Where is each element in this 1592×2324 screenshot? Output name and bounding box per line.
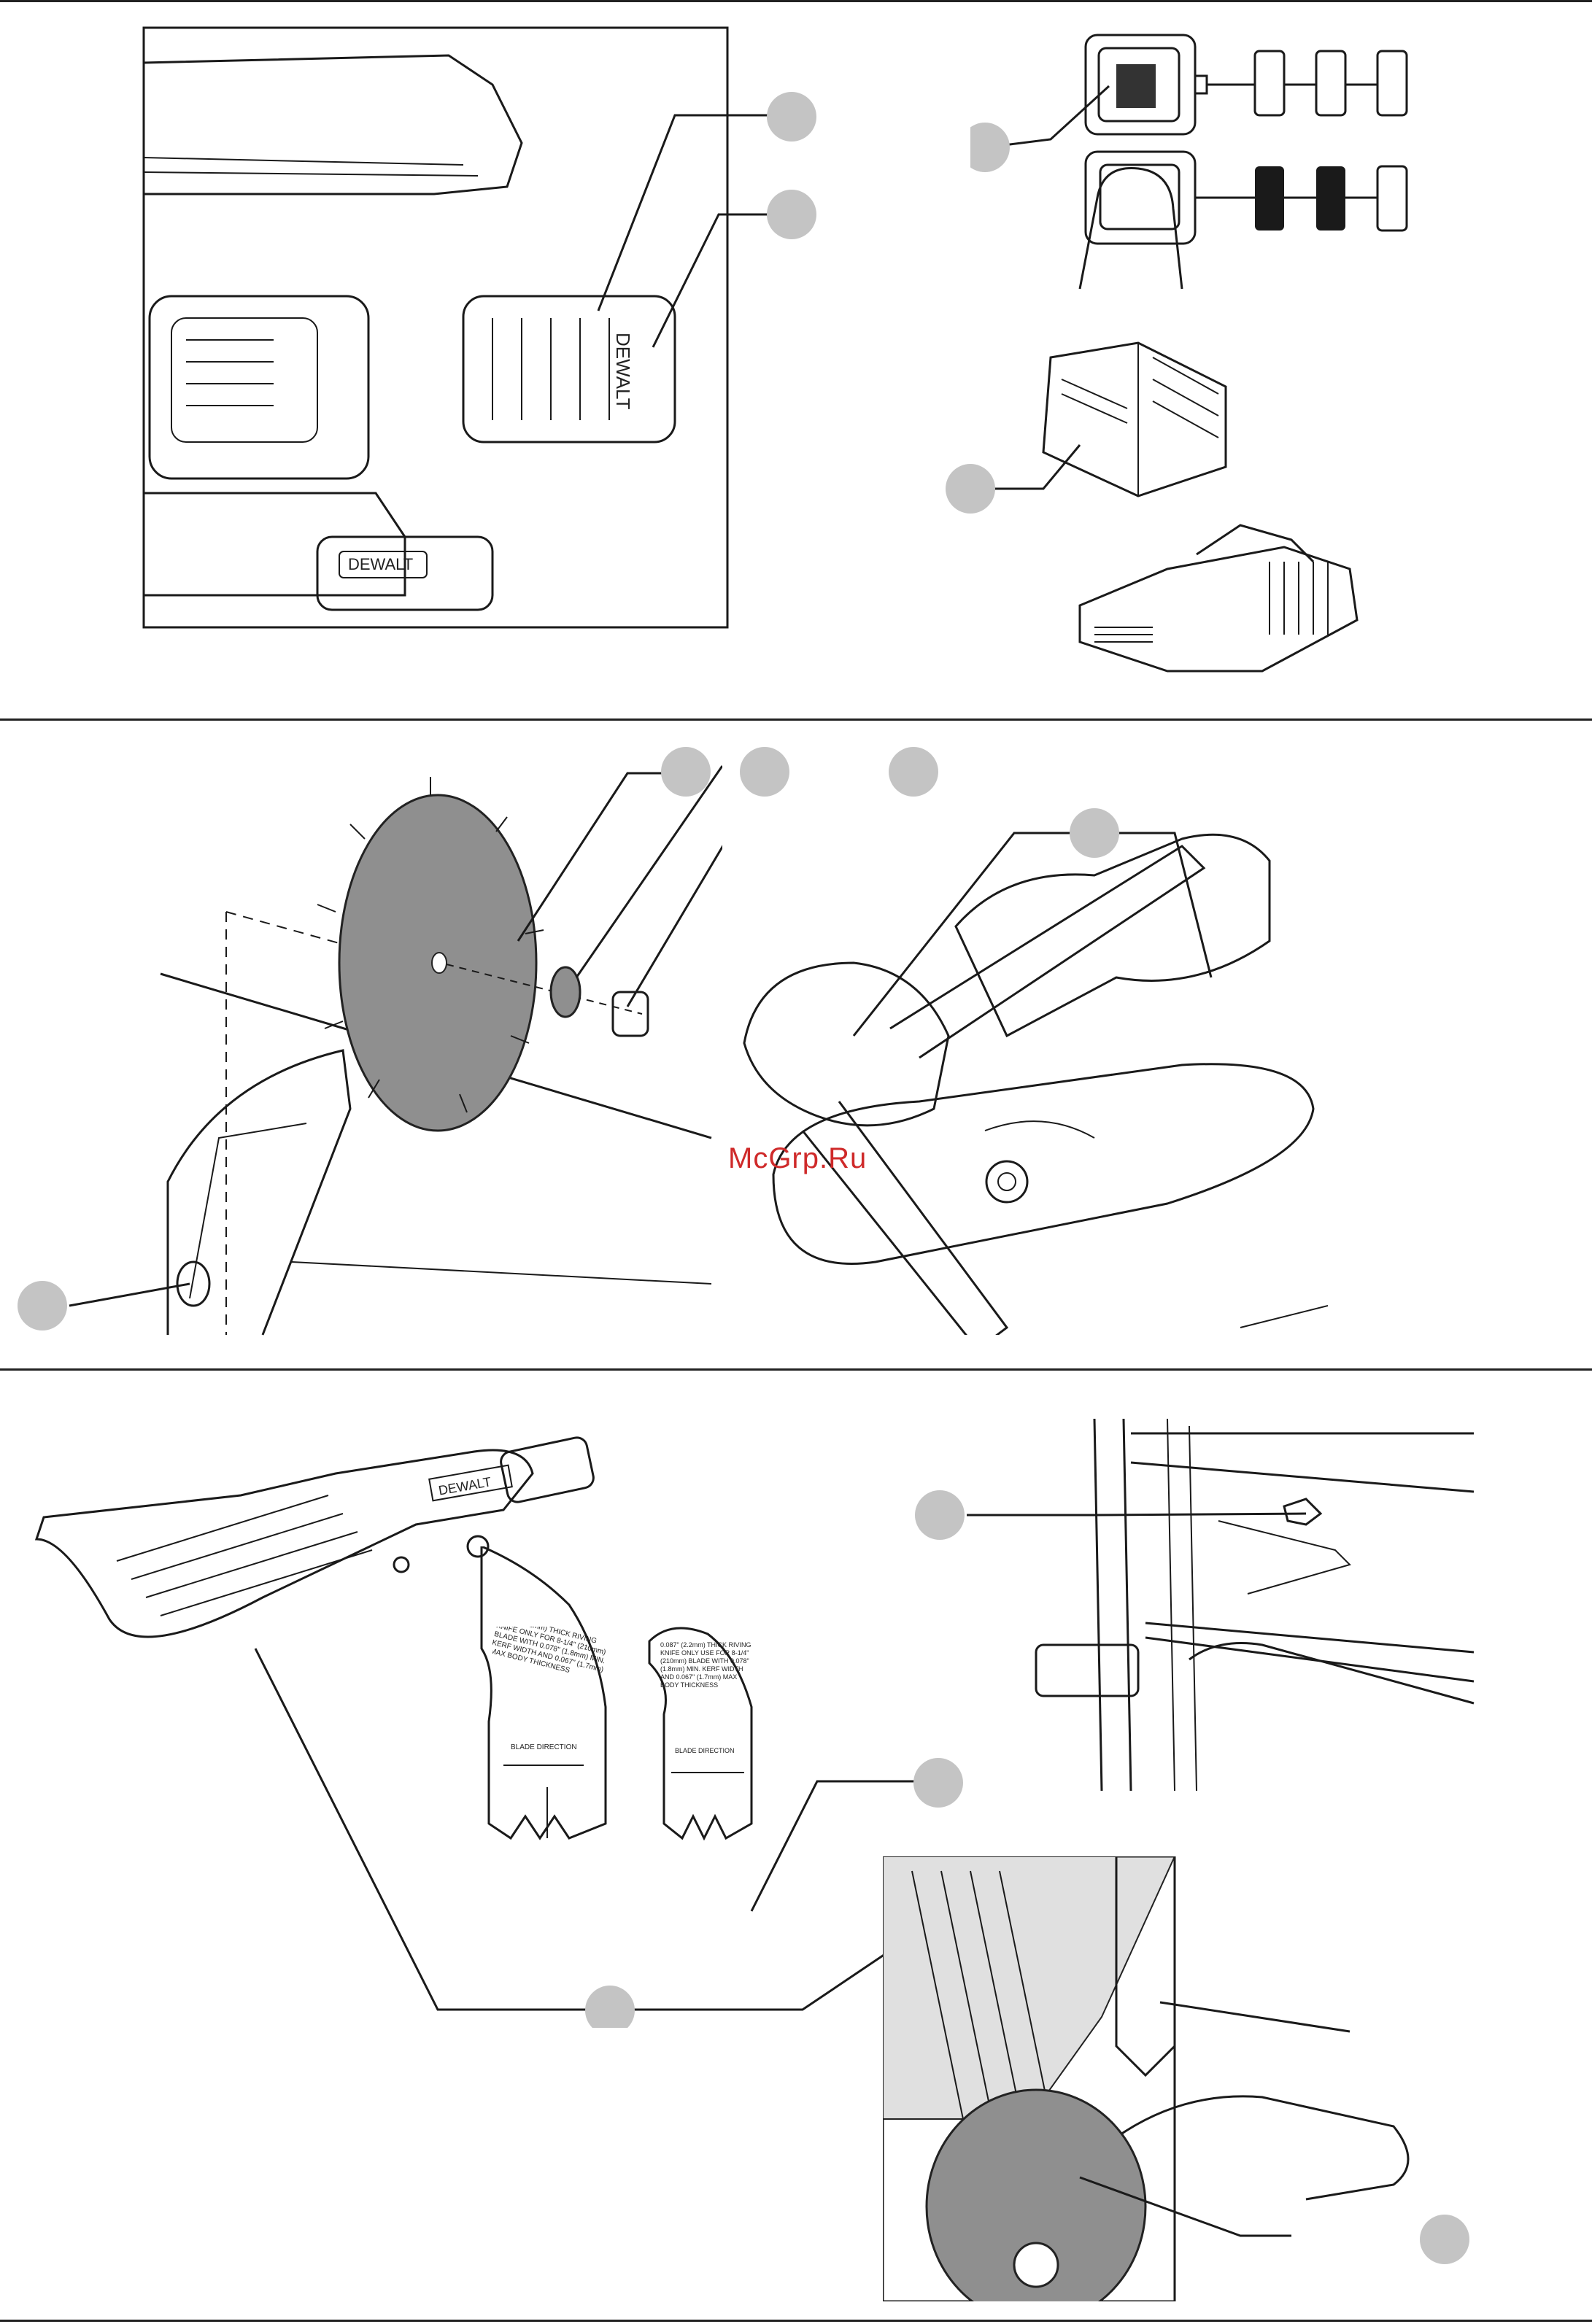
section-divider-bottom xyxy=(0,2320,1592,2322)
figure-riving-knife-lever xyxy=(912,1404,1481,1798)
callout-marker xyxy=(661,747,711,797)
section-divider-2 xyxy=(0,1368,1592,1371)
figure-blade-guard: DEWALT xyxy=(22,1430,606,1678)
figure-section3-callouts xyxy=(248,1590,992,2028)
figure-riving-knife-a: 0.087" (2.2mm) THICK RIVING KNIFE ONLY F… xyxy=(460,1546,620,1845)
arbor-washer xyxy=(549,966,581,1018)
figure-fuel-gauge xyxy=(970,26,1423,303)
saw-blade xyxy=(317,777,544,1132)
figure-battery-insertion: DEWALT DEWALT xyxy=(142,26,879,632)
riving-knife-a-direction: BLADE DIRECTION xyxy=(511,1743,577,1751)
watermark: McGrp.Ru xyxy=(728,1142,868,1174)
callout-marker xyxy=(889,747,938,797)
callout-marker xyxy=(18,1281,67,1331)
figure-battery-charger xyxy=(934,328,1372,700)
saw-blade-closeup xyxy=(925,2088,1147,2301)
callout-marker xyxy=(1070,808,1119,858)
battery-brand-text-lower: DEWALT xyxy=(348,555,413,573)
figure-blade-closeup xyxy=(883,1856,1474,2301)
callout-marker xyxy=(913,1758,963,1808)
section-divider-top xyxy=(0,0,1592,2)
callout-marker xyxy=(970,123,1010,172)
callout-marker xyxy=(767,92,816,142)
riving-knife-b-direction: BLADE DIRECTION xyxy=(675,1747,735,1754)
section-divider-1 xyxy=(0,718,1592,721)
callout-marker xyxy=(946,464,995,514)
riving-knife-b-label: 0.087" (2.2mm) THICK RIVING KNIFE ONLY U… xyxy=(660,1641,751,1689)
callout-marker xyxy=(1420,2215,1469,2264)
battery-brand-text-upper: DEWALT xyxy=(612,333,634,410)
callout-marker xyxy=(740,747,789,797)
callout-marker xyxy=(915,1490,965,1540)
figure-wrench-tightening xyxy=(730,795,1328,1335)
figure-riving-knife-b: 0.087" (2.2mm) THICK RIVING KNIFE ONLY U… xyxy=(642,1619,788,1845)
figure-section2-callouts xyxy=(730,729,963,817)
callout-marker xyxy=(585,1986,635,2028)
callout-marker xyxy=(767,190,816,239)
figure-blade-assembly xyxy=(0,729,722,1339)
arbor-nut xyxy=(611,991,649,1037)
